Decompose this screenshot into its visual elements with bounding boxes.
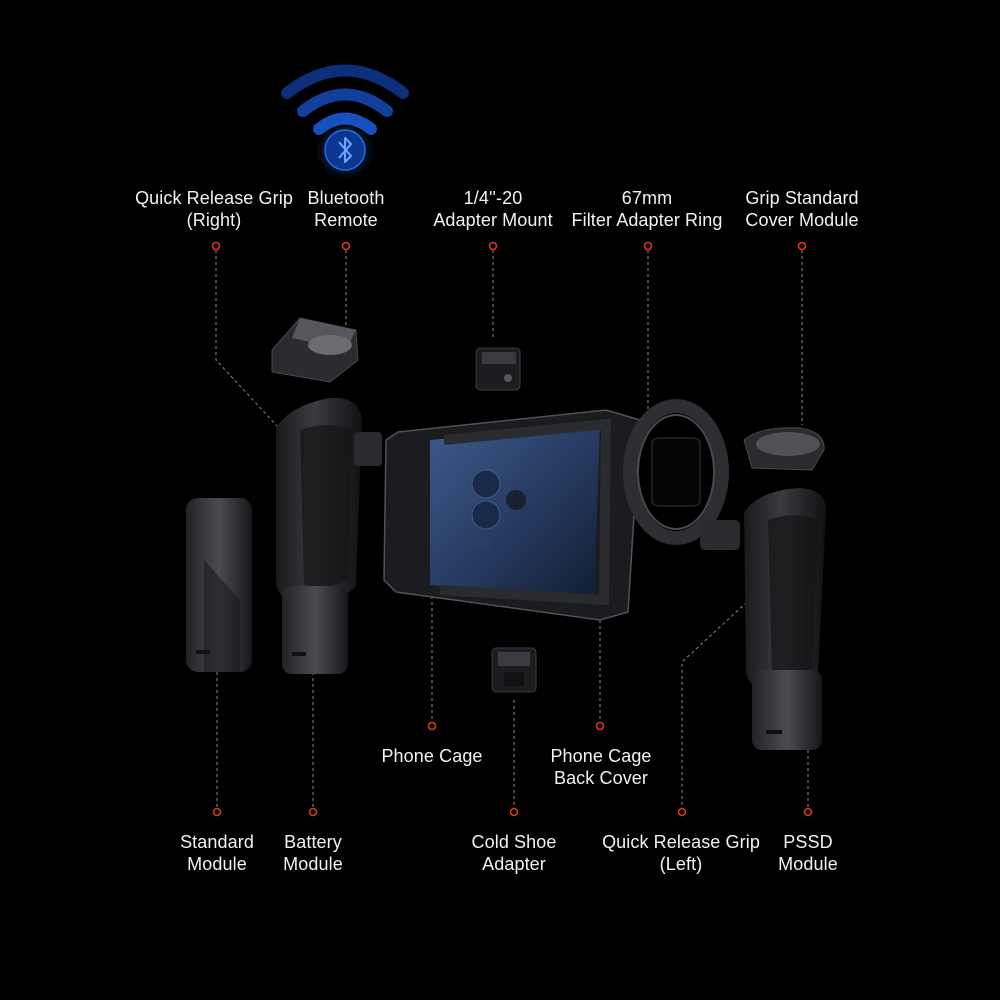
label-line: Filter Adapter Ring [571,210,723,230]
label-line: Adapter [482,854,546,874]
grip-cover-module-part [743,427,825,471]
label-line: Grip Standard [745,188,859,208]
label-battery-module: Battery Module [283,831,343,875]
label-line: Quick Release Grip [135,188,293,208]
label-line: Battery [284,832,342,852]
label-line: Phone Cage [381,746,483,766]
label-phone-cage-back-cover: Phone Cage Back Cover [550,745,651,789]
label-cold-shoe-adapter: Cold Shoe Adapter [472,831,557,875]
label-line: Bluetooth [307,188,385,208]
label-line: Back Cover [553,768,649,788]
label-adapter-mount: 1/4''-20 Adapter Mount [433,187,552,231]
standard-module-part [186,498,252,672]
label-quick-release-grip-right: Quick Release Grip (Right) [135,187,293,231]
label-line: Phone Cage [550,746,652,766]
label-bluetooth-remote: Bluetooth Remote [308,187,385,231]
quick-release-grip-left-part [744,488,827,750]
label-filter-adapter-ring: 67mm Filter Adapter Ring [572,187,723,231]
label-line: Remote [314,210,378,230]
label-line: (Right) [186,210,242,230]
label-line: Module [187,854,247,874]
wifi-signal-icon [281,64,409,135]
label-grip-standard-cover-module: Grip Standard Cover Module [745,187,858,231]
label-line: Module [778,854,838,874]
label-line: Cover Module [745,210,859,230]
label-line: Standard [180,832,254,852]
label-line: Quick Release Grip [602,832,760,852]
label-standard-module: Standard Module [180,831,254,875]
label-phone-cage: Phone Cage [381,745,482,767]
label-line: 1/4''-20 [463,188,523,208]
marker-dots [211,241,813,817]
label-line: 67mm [621,188,673,208]
leader-lines [215,250,809,808]
label-line: Cold Shoe [471,832,557,852]
cold-shoe-adapter-part [491,647,537,693]
label-line: (Left) [659,854,703,874]
label-line: Module [283,854,343,874]
phone-cage-part [383,409,641,621]
label-line: Adapter Mount [433,210,553,230]
bluetooth-remote-part [271,317,359,383]
label-line: PSSD [783,832,833,852]
filter-adapter-ring-part [623,399,740,550]
label-pssd-module: PSSD Module [778,831,838,875]
bluetooth-icon [315,120,375,180]
label-quick-release-grip-left: Quick Release Grip (Left) [602,831,760,875]
adapter-mount-part [475,347,521,391]
quick-release-grip-right-part [276,397,382,674]
